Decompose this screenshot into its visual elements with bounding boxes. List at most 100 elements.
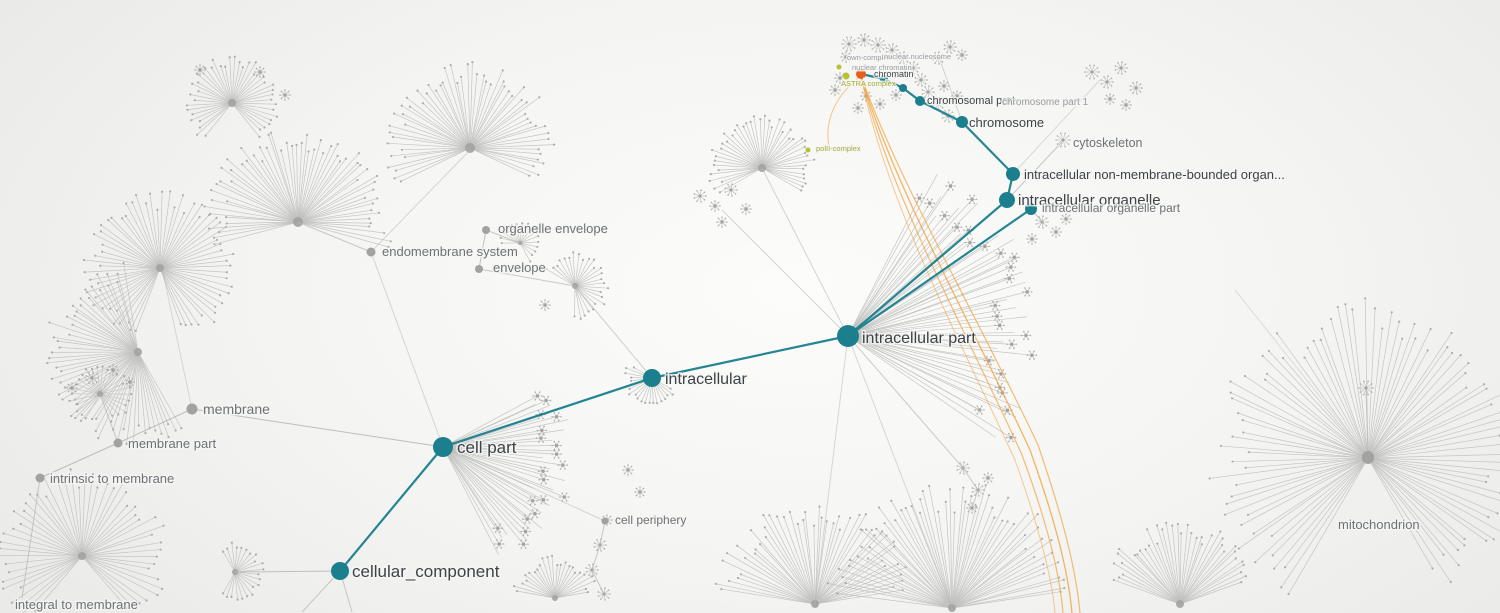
edge <box>1234 289 1369 458</box>
node-labels[interactable]: cellular_component cell part intracellular… <box>14 51 1422 613</box>
node-membrane[interactable] <box>186 403 198 415</box>
flower-glyph <box>964 237 976 248</box>
flower-glyph <box>724 183 738 197</box>
flower-glyph <box>557 460 569 470</box>
edge <box>1365 389 1369 458</box>
node-intracellular-organelle[interactable] <box>999 192 1015 208</box>
flower-glyph <box>971 483 985 497</box>
label-cytoskeleton[interactable]: cytoskeleton <box>1072 135 1145 152</box>
node-cellular-component[interactable] <box>331 562 349 580</box>
label-cell-part[interactable]: cell part <box>456 437 519 459</box>
flower-glyph <box>1084 64 1100 80</box>
flower-glyph <box>951 222 963 232</box>
flower-glyph <box>924 198 935 208</box>
flower-glyph <box>914 73 928 87</box>
label-chromatin[interactable]: chromatin <box>873 68 916 81</box>
flower-glyph <box>1100 75 1114 89</box>
flower-glyph <box>939 210 950 221</box>
node-chromosomal-part[interactable] <box>915 96 925 106</box>
node-astra-complex-node[interactable] <box>842 72 850 80</box>
label-nuclear-chromatin[interactable]: nuclear chromatin <box>851 62 914 74</box>
flower-glyph <box>551 449 562 459</box>
label-cellular-component[interactable]: cellular_component <box>351 561 502 583</box>
label-polii-complex[interactable]: polII-complex <box>815 143 863 155</box>
edge <box>478 229 487 270</box>
node-polii-complex-node[interactable] <box>805 147 811 153</box>
flower-glyph <box>995 248 1007 258</box>
label-intracellular-organelle[interactable]: intracellular organelle <box>1017 191 1163 211</box>
edge <box>971 489 979 509</box>
flower-glyph <box>870 37 886 53</box>
node-membrane-part[interactable] <box>113 438 123 448</box>
flower-glyph <box>1114 61 1128 75</box>
flower-glyph <box>890 89 902 101</box>
graph-nodes[interactable] <box>35 64 1375 581</box>
node-nucleosome-node[interactable] <box>880 75 888 83</box>
orange-edge <box>860 75 1081 613</box>
fan-cluster <box>1112 521 1247 608</box>
label-membrane[interactable]: membrane <box>202 400 272 419</box>
flower-glyph <box>279 89 291 101</box>
flower-glyph <box>85 371 99 385</box>
label-own-complex[interactable]: own-complex <box>846 52 893 64</box>
flower-glyph <box>492 523 504 533</box>
edge <box>847 335 964 469</box>
orange-edge <box>827 77 859 148</box>
flower-glyph <box>107 364 119 376</box>
fan-cluster <box>386 61 556 183</box>
flower-glyph <box>532 391 543 401</box>
label-intrinsic-to-membrane[interactable]: intrinsic to membrane <box>49 470 176 488</box>
edge <box>161 267 193 410</box>
node-organelle-envelope[interactable] <box>482 226 490 234</box>
label-nuclear-nucleosome[interactable]: nuclear nucleosome <box>883 51 953 63</box>
flower-glyph <box>994 320 1005 331</box>
label-cell-periphery[interactable]: cell periphery <box>614 512 688 529</box>
label-intracellular[interactable]: intracellular <box>664 370 749 390</box>
node-mitochondrion[interactable] <box>1362 451 1374 463</box>
label-chromosome-part-1[interactable]: chromosome part 1 <box>1001 96 1091 110</box>
node-envelope[interactable] <box>475 265 483 273</box>
edge <box>21 477 41 599</box>
flower-glyph <box>943 40 957 54</box>
node-green-node-2[interactable] <box>836 64 842 70</box>
edge <box>939 59 963 123</box>
fan-cluster <box>708 114 816 194</box>
node-intracellular[interactable] <box>643 369 661 387</box>
node-cell-part[interactable] <box>433 437 453 457</box>
flower-glyph <box>538 474 549 485</box>
fan-cluster <box>714 505 907 608</box>
label-integral-to-membrane[interactable]: integral to membrane <box>14 596 140 613</box>
node-intracellular-part[interactable] <box>837 325 859 347</box>
label-intracellular-organelle-part[interactable]: intracellular organelle part <box>1041 200 1183 217</box>
label-intracellular-part[interactable]: intracellular part <box>861 329 978 349</box>
flower-glyphs <box>66 33 1374 601</box>
label-envelope[interactable]: envelope <box>492 259 548 277</box>
label-endomembrane-system[interactable]: endomembrane system <box>381 243 520 261</box>
node-chromatin-node[interactable] <box>899 84 907 92</box>
highlighted-edge <box>339 446 444 572</box>
edge <box>297 221 372 253</box>
highlighted-edge <box>919 100 963 123</box>
flower-glyph <box>709 200 721 212</box>
flower-glyph <box>540 395 552 406</box>
node-intrinsic-to-membrane[interactable] <box>35 473 45 483</box>
edge <box>962 467 979 491</box>
label-organelle-envelope[interactable]: organelle envelope <box>497 220 610 238</box>
label-membrane-part[interactable]: membrane part <box>127 435 219 453</box>
node-non-membrane-bounded-organelle[interactable] <box>1006 167 1020 181</box>
flower-glyph <box>551 412 562 422</box>
node-intracellular-organelle-part[interactable] <box>1025 203 1037 215</box>
label-astra-complex[interactable]: ASTRA complex <box>840 78 898 90</box>
flower-glyph <box>931 51 945 65</box>
label-mitochondrion[interactable]: mitochondrion <box>1337 516 1422 534</box>
flower-glyph <box>66 382 78 394</box>
label-non-membrane-bounded-organelle[interactable]: intracellular non-membrane-bounded organ… <box>1023 166 1287 184</box>
node-nucleosome-highlight[interactable] <box>856 69 866 79</box>
node-cell-periphery[interactable] <box>601 517 609 525</box>
label-chromosome[interactable]: chromosome <box>968 114 1046 132</box>
node-endomembrane-system[interactable] <box>366 247 376 257</box>
node-chromosome[interactable] <box>956 116 968 128</box>
label-chromosomal-part[interactable]: chromosomal part <box>926 94 1017 109</box>
